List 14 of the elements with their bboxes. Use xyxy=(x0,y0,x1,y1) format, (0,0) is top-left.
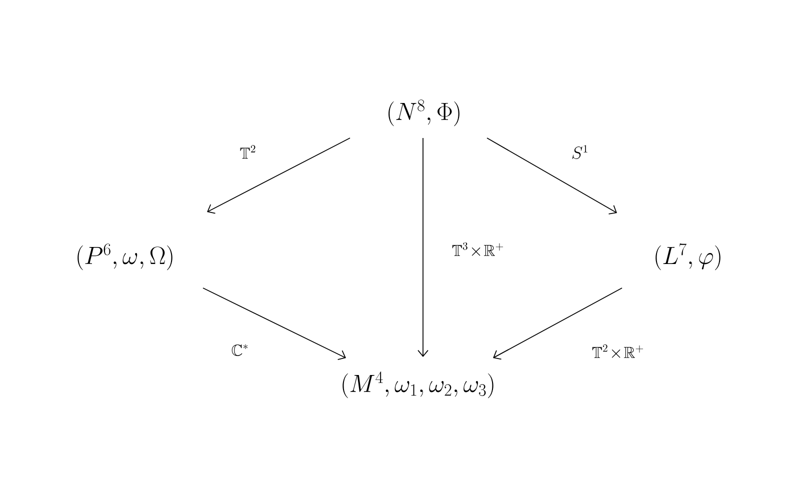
math-object: $(L^7,\varphi)$ xyxy=(656,243,720,270)
arrow xyxy=(418,138,428,357)
arrow xyxy=(202,288,346,360)
edge-label: $S^1$ xyxy=(570,144,590,160)
edge-label: $\mathbb{T}^2\!\times\!\mathbb{R}^+$ xyxy=(590,344,646,360)
math-object: $(N^8,\Phi)$ xyxy=(388,100,460,126)
arrow xyxy=(493,288,622,360)
edge-label: $\mathbb{T}^3\!\times\!\mathbb{R}^+$ xyxy=(450,242,506,258)
edge-label: $\mathbb{T}^2$ xyxy=(238,144,258,160)
arrow xyxy=(486,138,617,214)
arrow xyxy=(207,138,350,214)
math-object: $(P^6,\omega,\Omega)$ xyxy=(78,244,172,270)
edge-label: $\mathbb{C}^*$ xyxy=(230,343,250,357)
math-object: $(M^4,\omega_1,\omega_2,\omega_3)$ xyxy=(342,371,494,398)
